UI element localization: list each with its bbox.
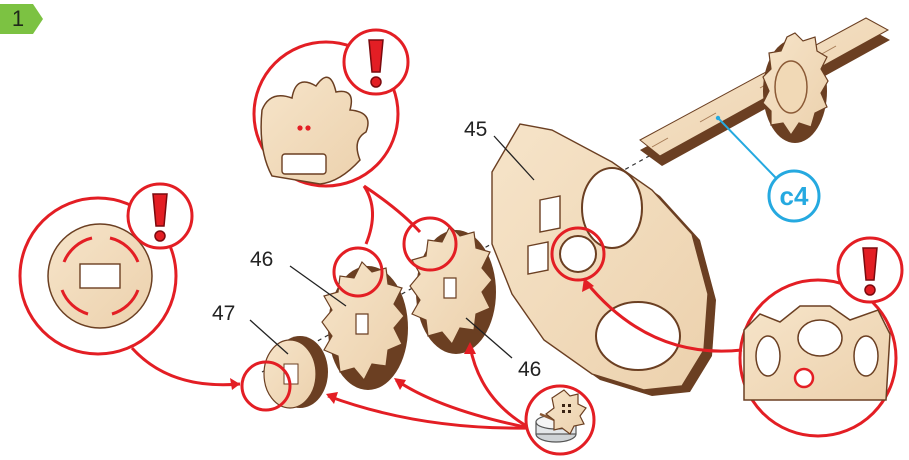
gear-45-label: 45 [464,118,487,141]
disc-47-leader [250,320,288,354]
c4-leader-line [718,118,776,178]
arrow-left-to-disc47 [132,348,240,385]
gear-46-left-label: 46 [250,248,273,271]
glue-pot-icon [526,386,594,454]
gear-46-right-label: 46 [518,358,541,381]
arrow-top-to-gear46-left [364,186,373,244]
arrow-glue-to-disc47 [328,396,530,428]
exclamation-icon [344,30,408,94]
disc-47-label: 47 [212,302,235,325]
detail-circle-right [740,280,896,436]
exclamation-icon [838,238,902,302]
c4-callout-label: c4 [780,181,809,211]
exclamation-icon [128,184,192,248]
disc-47-part [264,336,328,408]
gear-46-right-part [410,226,496,354]
shaft-c4 [640,18,890,166]
arrowhead-left [230,378,240,390]
